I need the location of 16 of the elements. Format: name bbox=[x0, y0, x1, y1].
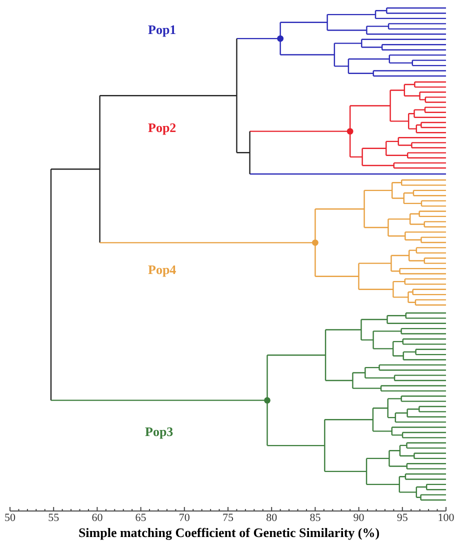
cluster-label: Pop3 bbox=[145, 424, 174, 440]
cluster-label: Pop1 bbox=[148, 22, 176, 38]
tick-label: 95 bbox=[396, 512, 408, 524]
cluster-label: Pop2 bbox=[148, 120, 176, 136]
tick-label: 60 bbox=[92, 512, 103, 524]
tick-label: 80 bbox=[266, 512, 278, 524]
tick-label: 75 bbox=[222, 512, 234, 524]
tick-label: 50 bbox=[4, 512, 16, 524]
axis-title: Simple matching Coefficient of Genetic Similarity (%) bbox=[78, 525, 380, 541]
tick-label: 55 bbox=[48, 512, 60, 524]
cluster-label: Pop4 bbox=[148, 262, 176, 278]
tick-label: 90 bbox=[353, 512, 364, 524]
tick-label: 65 bbox=[135, 512, 146, 524]
tick-label: 70 bbox=[178, 512, 190, 524]
tick-label: 100 bbox=[438, 512, 454, 524]
tick-label: 85 bbox=[310, 512, 321, 524]
